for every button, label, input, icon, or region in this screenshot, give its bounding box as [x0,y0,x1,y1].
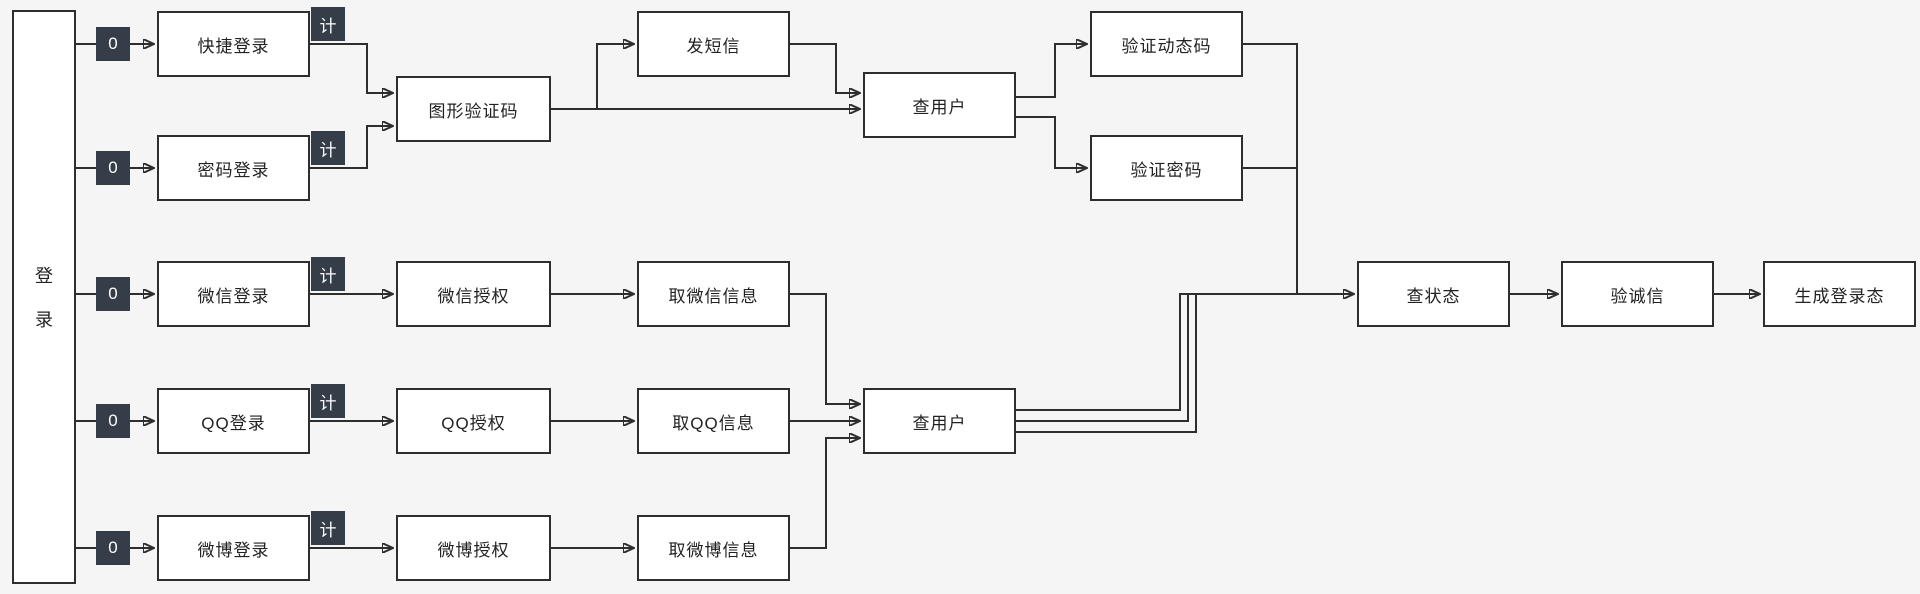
node-verify-password[interactable]: 验证密码 [1090,135,1243,201]
edge-captcha-branch-to-send-sms [596,44,634,109]
node-get-weibo-info[interactable]: 取微博信息 [637,515,790,581]
edge-send-sms-to-check-user-top [790,43,860,93]
node-get-wechat-info[interactable]: 取微信信息 [637,261,790,327]
zero-badge-wechat-login: 0 [96,277,130,311]
node-generate-login-state[interactable]: 生成登录态 [1763,261,1916,327]
edge-check-user-bottom-to-check-status-1 [1016,294,1354,411]
node-verify-integrity[interactable]: 验诚信 [1561,261,1714,327]
zero-badge-weibo-login: 0 [96,531,130,565]
edge-check-user-bottom-to-check-status-3 [1016,294,1197,433]
node-verify-dynamic-code[interactable]: 验证动态码 [1090,11,1243,77]
edge-quick-login-to-captcha [310,43,393,93]
counter-badge-wechat-login: 计 [311,257,345,291]
zero-badge-password-login: 0 [96,151,130,185]
node-wechat-auth[interactable]: 微信授权 [396,261,551,327]
node-captcha[interactable]: 图形验证码 [396,76,551,142]
node-login-root[interactable]: 登 录 [12,10,76,584]
counter-badge-quick-login: 计 [311,7,345,41]
node-qq-login[interactable]: QQ登录 [157,388,310,454]
node-check-user-top[interactable]: 查用户 [863,72,1016,138]
edge-check-user-top-to-verify-dynamic-code [1016,44,1087,98]
node-check-status[interactable]: 查状态 [1357,261,1510,327]
node-weibo-login[interactable]: 微博登录 [157,515,310,581]
edge-check-user-bottom-to-check-status-2 [1016,294,1189,422]
edge-get-wechat-info-to-check-user-bottom [790,293,860,404]
root-label-char-2: 录 [35,310,53,330]
counter-badge-weibo-login: 计 [311,511,345,545]
edge-get-weibo-info-to-check-user-bottom [790,438,860,549]
root-label-char-1: 登 [35,266,53,286]
node-check-user-bottom[interactable]: 查用户 [863,388,1016,454]
edge-password-login-to-captcha [310,126,393,169]
edge-check-user-top-to-verify-password [1016,116,1087,168]
counter-badge-qq-login: 计 [311,384,345,418]
zero-badge-qq-login: 0 [96,404,130,438]
counter-badge-password-login: 计 [311,131,345,165]
node-quick-login[interactable]: 快捷登录 [157,11,310,77]
zero-badge-quick-login: 0 [96,27,130,61]
node-password-login[interactable]: 密码登录 [157,135,310,201]
node-wechat-login[interactable]: 微信登录 [157,261,310,327]
node-send-sms[interactable]: 发短信 [637,11,790,77]
node-qq-auth[interactable]: QQ授权 [396,388,551,454]
node-weibo-auth[interactable]: 微博授权 [396,515,551,581]
edges [76,44,1760,548]
node-get-qq-info[interactable]: 取QQ信息 [637,388,790,454]
edge-verify-dynamic-code-to-junction [1243,43,1298,294]
